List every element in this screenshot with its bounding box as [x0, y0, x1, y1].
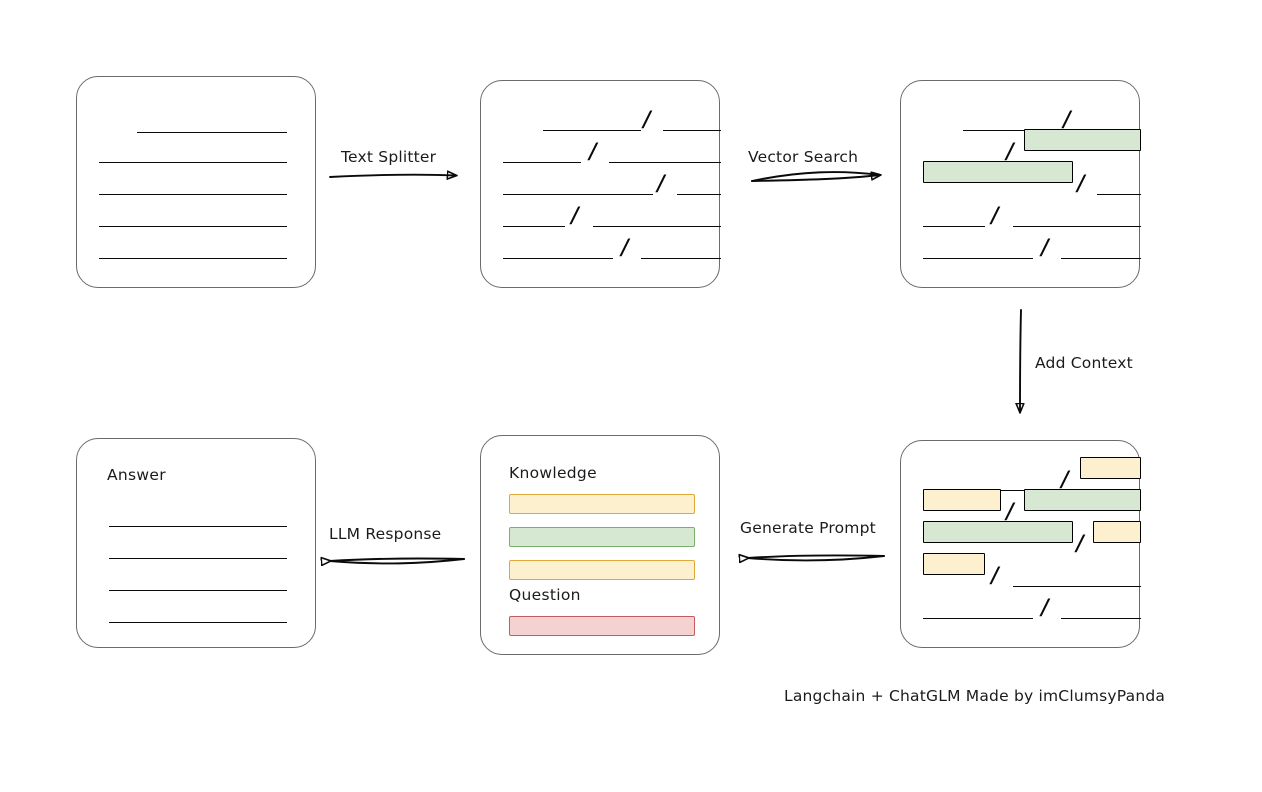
node-context-chunks[interactable]: / / / / /: [900, 440, 1141, 648]
doc-row: [77, 207, 315, 229]
text-line: [963, 490, 1061, 491]
split-slash: /: [1076, 530, 1084, 555]
doc-row: [77, 507, 315, 529]
split-slash: /: [643, 106, 651, 131]
text-line: [663, 130, 721, 131]
split-slash: /: [657, 170, 665, 195]
question-bar-red[interactable]: [509, 616, 695, 636]
footer-credit: Langchain + ChatGLM Made by imClumsyPand…: [784, 687, 1166, 705]
knowledge-bar-green[interactable]: [509, 527, 695, 547]
text-line: [503, 194, 653, 195]
text-line: [1061, 258, 1141, 259]
text-line: [109, 590, 287, 591]
split-slash: /: [1061, 466, 1069, 491]
split-slash: /: [1006, 138, 1014, 163]
edge-label-generate-prompt: Generate Prompt: [740, 519, 876, 537]
text-line: [923, 618, 1033, 619]
text-line: [137, 132, 287, 133]
text-line: [1013, 586, 1141, 587]
highlight-chunk-yellow[interactable]: [1080, 457, 1141, 479]
answer-label: Answer: [107, 466, 166, 484]
split-slash: /: [1077, 170, 1085, 195]
doc-row: [77, 143, 315, 165]
doc-row: [77, 571, 315, 593]
highlight-chunk-yellow[interactable]: [1093, 521, 1141, 543]
doc-row: /: [901, 457, 1141, 493]
text-line: [1097, 194, 1141, 195]
text-line: [609, 162, 721, 163]
split-slash: /: [1063, 106, 1071, 131]
text-line: [503, 226, 565, 227]
doc-row: /: [481, 234, 721, 261]
text-line: [99, 226, 287, 227]
doc-row: [77, 239, 315, 261]
text-line: [677, 194, 721, 195]
node-vector-search-matches[interactable]: / / / / /: [900, 80, 1141, 288]
text-line: [543, 130, 641, 131]
text-line: [99, 258, 287, 259]
text-line: [1061, 618, 1141, 619]
doc-row: /: [481, 138, 721, 165]
text-line: [641, 258, 721, 259]
doc-row: /: [481, 170, 721, 197]
edge-llm-response-arrow: [330, 558, 465, 563]
doc-row: [77, 175, 315, 197]
split-slash: /: [1041, 234, 1049, 259]
text-line: [109, 558, 287, 559]
doc-row: /: [901, 129, 1141, 165]
split-slash: /: [589, 138, 597, 163]
edge-text-splitter-arrow: [329, 175, 456, 177]
doc-row: /: [481, 202, 721, 229]
knowledge-bar-yellow[interactable]: [509, 494, 695, 514]
node-answer[interactable]: Answer: [76, 438, 316, 648]
doc-row: [77, 113, 315, 135]
edge-label-text-splitter: Text Splitter: [341, 148, 437, 166]
highlight-chunk-green[interactable]: [1024, 129, 1141, 151]
split-slash: /: [1006, 498, 1014, 523]
split-slash: /: [571, 202, 579, 227]
text-line: [109, 526, 287, 527]
split-slash: /: [1041, 594, 1049, 619]
edge-vector-search-arrow: [751, 171, 880, 182]
text-line: [109, 622, 287, 623]
highlight-chunk-yellow[interactable]: [923, 489, 1001, 511]
text-line: [923, 226, 985, 227]
text-line: [963, 130, 1061, 131]
doc-row: [77, 539, 315, 561]
knowledge-label: Knowledge: [509, 464, 597, 482]
edge-add-context-arrow: [1020, 309, 1021, 412]
text-line: [1013, 226, 1141, 227]
highlight-chunk-yellow[interactable]: [923, 553, 985, 575]
doc-row: /: [901, 202, 1141, 229]
doc-row: [77, 603, 315, 625]
edge-label-add-context: Add Context: [1035, 354, 1133, 372]
doc-row: /: [901, 489, 1141, 525]
text-line: [593, 226, 721, 227]
text-line: [99, 162, 287, 163]
doc-row: /: [901, 594, 1141, 621]
edge-label-vector-search: Vector Search: [748, 148, 859, 166]
text-line: [923, 258, 1033, 259]
node-split-chunks[interactable]: / / / / /: [480, 80, 721, 288]
doc-row: /: [901, 553, 1141, 589]
doc-row: /: [901, 161, 1141, 197]
knowledge-bar-yellow[interactable]: [509, 560, 695, 580]
doc-row: /: [901, 521, 1141, 557]
highlight-chunk-green[interactable]: [923, 521, 1073, 543]
node-generated-prompt[interactable]: Knowledge Question: [480, 435, 720, 655]
doc-row: /: [481, 106, 721, 133]
split-slash: /: [991, 562, 999, 587]
text-line: [503, 258, 613, 259]
doc-row: /: [901, 234, 1141, 261]
split-slash: /: [621, 234, 629, 259]
edge-label-llm-response: LLM Response: [329, 525, 442, 543]
text-line: [503, 162, 581, 163]
highlight-chunk-green[interactable]: [923, 161, 1073, 183]
edge-generate-prompt-arrow: [748, 555, 885, 560]
split-slash: /: [991, 202, 999, 227]
text-line: [99, 194, 287, 195]
highlight-chunk-green[interactable]: [1024, 489, 1141, 511]
question-label: Question: [509, 586, 581, 604]
node-source-document[interactable]: [76, 76, 316, 288]
